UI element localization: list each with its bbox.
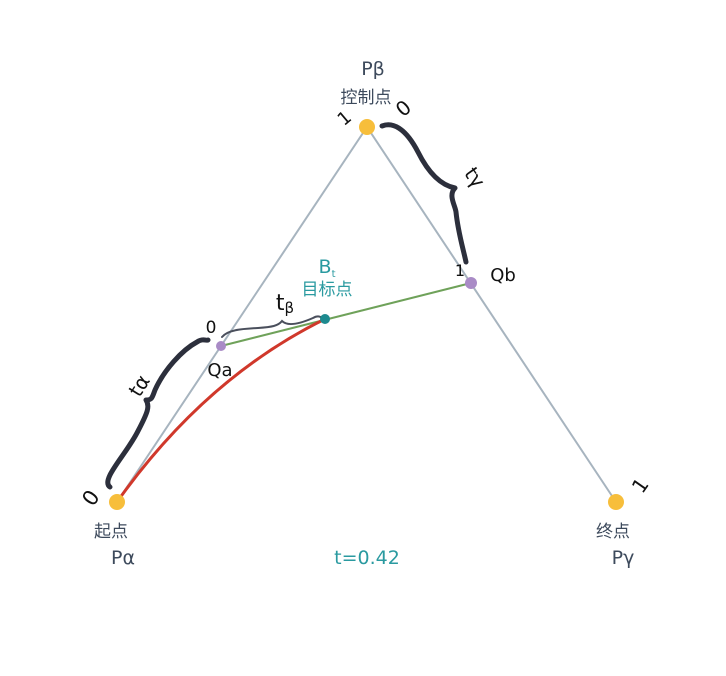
t-beta-brace [221, 315, 323, 338]
beta-start-tick: 0 [206, 318, 217, 338]
qa-label: Qa [207, 360, 232, 381]
gamma-end-tick: 1 [455, 261, 465, 280]
guide-line-beta-gamma [366, 126, 617, 503]
start-point-caption: 起点 [94, 522, 128, 542]
target-point-caption: 目标点 [302, 280, 353, 300]
end-point-caption: 终点 [596, 522, 630, 542]
end-point-symbol: Pγ [612, 547, 635, 569]
t-gamma-brace [379, 122, 469, 265]
t-value-label: t=0.42 [334, 547, 400, 569]
guide-line-alpha-beta [116, 126, 368, 503]
gamma-end-tick-right: 1 [627, 473, 654, 497]
target-point-marker [320, 314, 330, 324]
qb-label: Qb [490, 265, 516, 286]
start-point-marker[interactable] [109, 494, 125, 510]
control-point-symbol: Pβ [361, 58, 385, 80]
alpha-end-tick: 1 [334, 107, 356, 130]
control-point-caption: 控制点 [341, 88, 392, 108]
t-alpha-brace [105, 337, 211, 490]
qa-point-marker [216, 341, 226, 351]
start-point-symbol: Pα [111, 547, 135, 569]
target-point-symbol: Bt [319, 256, 336, 280]
qb-point-marker [465, 277, 477, 289]
t-gamma-label: tγ [459, 162, 490, 192]
end-point-marker[interactable] [608, 494, 624, 510]
alpha-start-tick: 0 [77, 486, 104, 511]
control-point-marker[interactable] [359, 119, 375, 135]
t-beta-label: tβ [276, 291, 294, 317]
bezier-curve-trace [115, 317, 326, 503]
chord-qa-qb [220, 282, 472, 347]
gamma-start-tick: 0 [391, 95, 416, 122]
